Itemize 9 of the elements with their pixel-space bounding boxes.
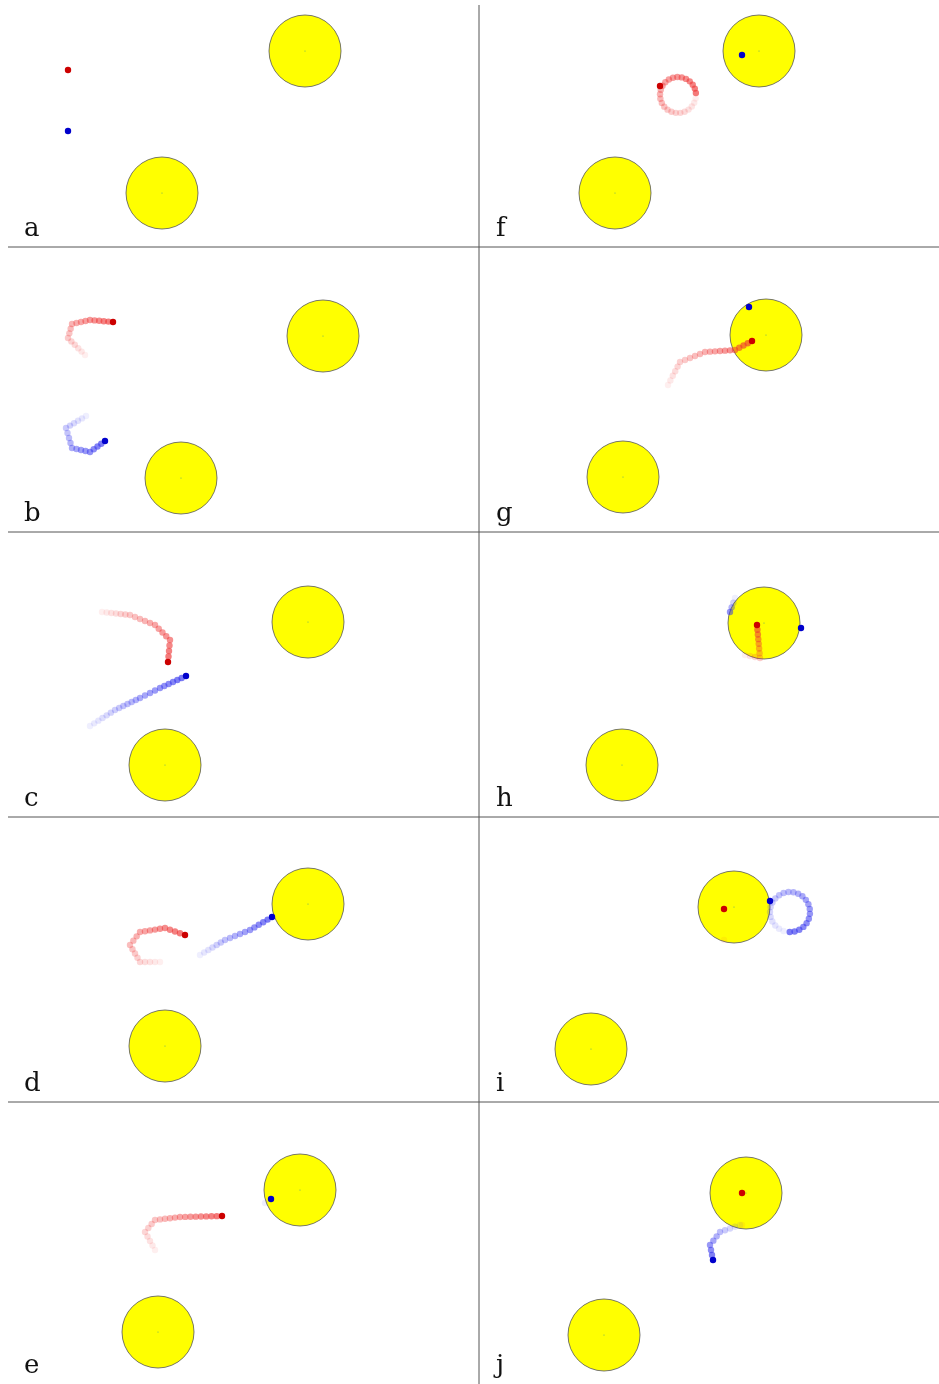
panel-label: h xyxy=(496,784,513,810)
panel-label: a xyxy=(24,214,40,240)
panel-label: d xyxy=(24,1069,41,1095)
panel-label: e xyxy=(24,1351,40,1377)
panel-label: i xyxy=(496,1069,505,1095)
panel-label: f xyxy=(496,214,506,240)
panel-label: b xyxy=(24,499,41,525)
panel-label: c xyxy=(24,784,39,810)
panel-label: g xyxy=(496,499,513,525)
